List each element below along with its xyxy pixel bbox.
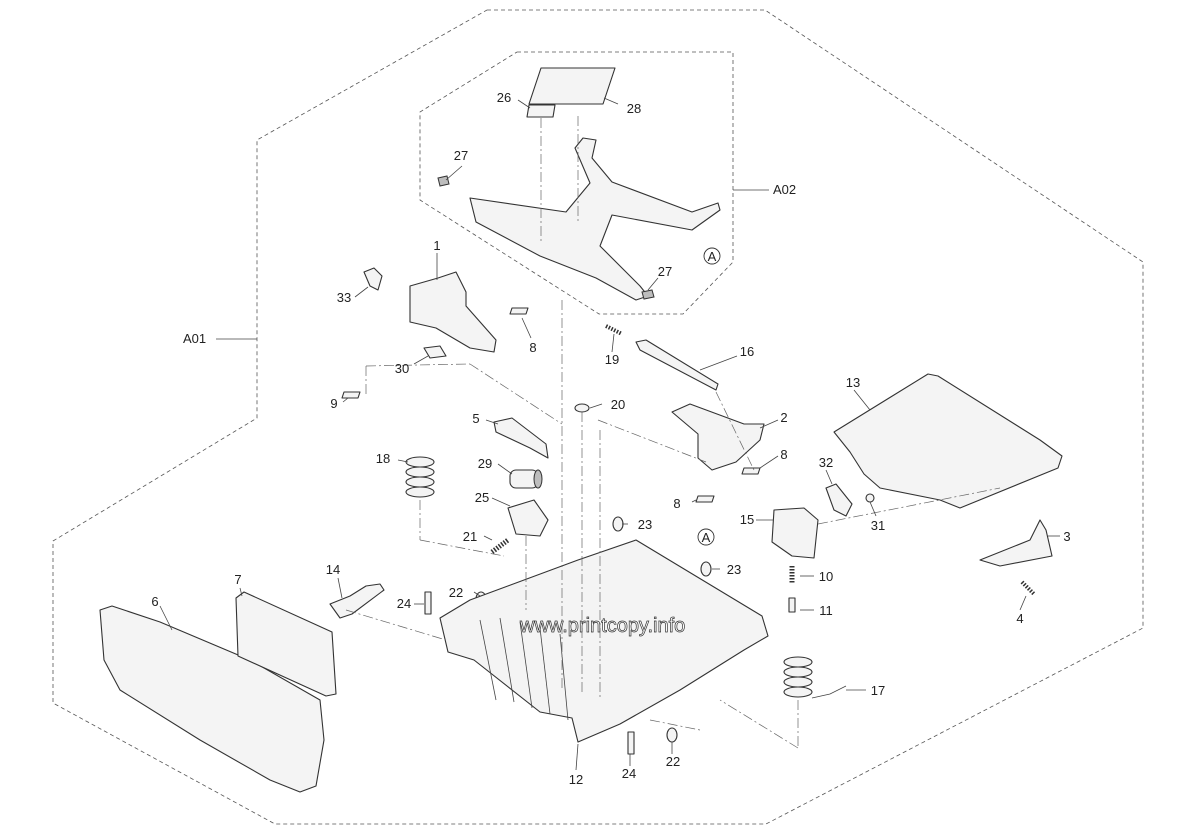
part-32-bracket	[825, 483, 853, 517]
part-14-lever	[329, 583, 385, 619]
part-21-spring	[490, 538, 510, 554]
part-8-pad-upper	[509, 307, 529, 315]
callout-23-lower: 23	[727, 562, 741, 577]
callout-9: 9	[330, 396, 337, 411]
callout-24-lower: 24	[622, 766, 636, 781]
callout-20: 20	[611, 397, 625, 412]
callout-28: 28	[627, 101, 641, 116]
part-a02-plate	[469, 137, 721, 301]
assembly-chain-lines	[345, 116, 1001, 749]
callout-29: 29	[478, 456, 492, 471]
part-29-roller	[509, 469, 543, 489]
part-8-pad-right	[741, 467, 761, 475]
callout-6: 6	[151, 594, 158, 609]
part-33-lever	[363, 267, 383, 291]
reference-mark-a-lower: A	[697, 528, 715, 546]
callout-27-lower: 27	[658, 264, 672, 279]
callout-23-upper: 23	[638, 517, 652, 532]
callout-21: 21	[463, 529, 477, 544]
part-2-guide	[671, 403, 765, 471]
assembly-a01-outline	[52, 9, 1144, 825]
reference-mark-a-upper: A	[703, 247, 721, 265]
part-12-ribs	[479, 617, 569, 721]
callout-5: 5	[472, 411, 479, 426]
callout-2: 2	[780, 410, 787, 425]
callout-8-upper: 8	[529, 340, 536, 355]
callout-4: 4	[1016, 611, 1023, 626]
callout-33: 33	[337, 290, 351, 305]
part-4-spring	[1020, 580, 1036, 596]
part-5-bracket	[493, 417, 549, 459]
callout-12: 12	[569, 772, 583, 787]
callout-30: 30	[395, 361, 409, 376]
part-18-spring	[405, 456, 435, 498]
callout-8-right: 8	[780, 447, 787, 462]
callout-19: 19	[605, 352, 619, 367]
part-23-washer-lower	[700, 561, 712, 577]
part-17-spring	[783, 656, 847, 699]
callout-8-center: 8	[673, 496, 680, 511]
assembly-label-a01: A01	[183, 331, 206, 346]
part-8-pad-center	[695, 495, 715, 503]
callout-18: 18	[376, 451, 390, 466]
part-11-pin	[788, 597, 796, 613]
part-27-clip-right	[641, 289, 655, 300]
part-30-tab	[423, 345, 447, 359]
callout-24-upper: 24	[397, 596, 411, 611]
part-1-guide	[409, 271, 497, 353]
callout-27-upper: 27	[454, 148, 468, 163]
part-24-pin-upper	[424, 591, 432, 615]
part-31-spring	[865, 493, 875, 503]
callout-14: 14	[326, 562, 340, 577]
callout-3: 3	[1063, 529, 1070, 544]
callout-31: 31	[871, 518, 885, 533]
part-3-lever	[979, 519, 1053, 567]
assembly-a02-outline	[419, 51, 734, 315]
part-28-label-sheet	[528, 67, 616, 105]
callout-22-lower: 22	[666, 754, 680, 769]
callout-1: 1	[433, 238, 440, 253]
part-20-washer	[574, 403, 590, 413]
svg-text:A: A	[702, 530, 711, 545]
part-26-label	[526, 104, 556, 118]
part-13-tray-extension	[833, 373, 1063, 509]
callout-22-upper: 22	[449, 585, 463, 600]
callout-26: 26	[497, 90, 511, 105]
callout-7: 7	[234, 572, 241, 587]
part-27-clip-left	[437, 175, 450, 187]
callout-11: 11	[819, 603, 833, 618]
part-7-cover-panel	[235, 591, 337, 697]
callout-16: 16	[740, 344, 754, 359]
part-22-washer-lower	[666, 727, 678, 743]
part-15-plate	[771, 507, 819, 559]
callout-13: 13	[846, 375, 860, 390]
part-12-main-tray	[439, 539, 769, 743]
part-6-front-cover	[99, 605, 325, 793]
part-19-spring-small	[605, 324, 623, 336]
assembly-label-a02: A02	[773, 182, 796, 197]
part-24-pin-lower	[627, 731, 635, 755]
part-9-pad	[341, 391, 361, 399]
svg-text:A: A	[708, 249, 717, 264]
callout-10: 10	[819, 569, 833, 584]
part-16-shaft	[635, 339, 719, 391]
callout-numbers: 1 2 3 4 5 6 7 8 8 8 9 10 11 12 13 14 15 …	[151, 90, 1070, 787]
callout-leaders	[159, 97, 1060, 771]
callout-32: 32	[819, 455, 833, 470]
watermark: www.printcopy.info	[519, 615, 685, 637]
part-23-washer-upper	[612, 516, 624, 532]
callout-25: 25	[475, 490, 489, 505]
callout-17: 17	[871, 683, 885, 698]
part-25-holder	[507, 499, 549, 537]
callout-15: 15	[740, 512, 754, 527]
